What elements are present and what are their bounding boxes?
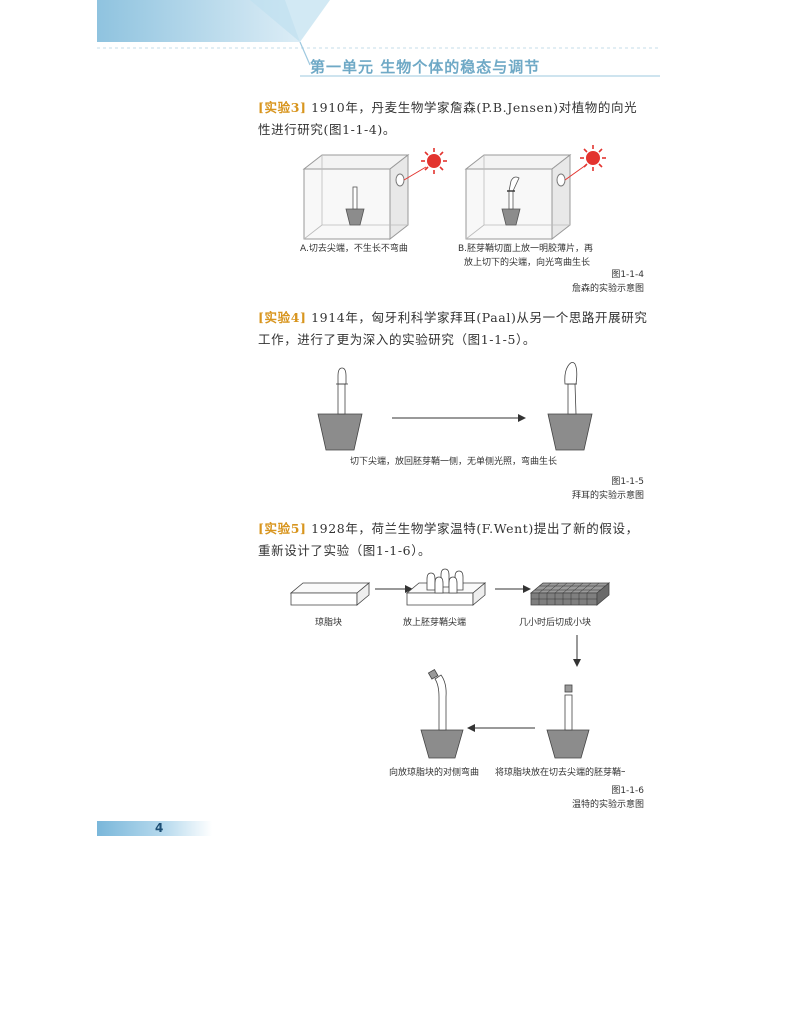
seedling-after [547, 362, 593, 451]
seedling-before [317, 367, 363, 451]
experiment-5-text: 1928年，荷兰生物学家温特(F.Went)提出了新的假设，重新设计了实验（图1… [258, 521, 639, 558]
experiment-3-text: 1910年，丹麦生物学家詹森(P.B.Jensen)对植物的向光性进行研究(图1… [258, 100, 638, 137]
panel-b-label: B.胚芽鞘切面上放一明胶薄片，再 [458, 242, 593, 254]
experiment-3-paragraph: [实验3] 1910年，丹麦生物学家詹森(P.B.Jensen)对植物的向光性进… [258, 97, 648, 141]
figure-number: 图1-1-4 [611, 270, 644, 280]
seedling-bent [420, 668, 464, 759]
figure-1-1-4: A.切去尖端，不生长不弯曲 B.胚芽鞘切面上放一明胶薄片， [300, 145, 606, 268]
figure-1-1-6: 琼脂块 放上胚芽鞘尖端 [289, 568, 625, 778]
page-number: 4 [155, 821, 164, 835]
step-label: 将琼脂块放在切去尖端的胚芽鞘一侧 [495, 766, 625, 778]
step-label: 向放琼脂块的对侧弯曲 [389, 766, 479, 778]
figure-number: 图1-1-5 [611, 477, 644, 487]
experiment-5-paragraph: [实验5] 1928年，荷兰生物学家温特(F.Went)提出了新的假设，重新设计… [258, 518, 648, 562]
step-label: 切下尖端，放回胚芽鞘一侧，无单侧光照，弯曲生长 [350, 455, 557, 467]
arrow-icon [495, 585, 531, 593]
experiment-3-tag: [实验3] [258, 100, 307, 115]
figure-caption: 图1-1-4 詹森的实验示意图 [524, 268, 644, 296]
figure-title: 拜耳的实验示意图 [571, 491, 644, 501]
step-label: 琼脂块 [315, 616, 342, 628]
unit-title: 第一单元 生物个体的稳态与调节 [310, 58, 541, 76]
sun-icon [403, 148, 447, 181]
arrow-icon [573, 635, 581, 667]
figure-caption: 图1-1-6 温特的实验示意图 [524, 784, 644, 812]
experiment-4-text: 1914年，匈牙利科学家拜耳(Paal)从另一个思路开展研究工作，进行了更为深入… [258, 310, 648, 347]
box-b [464, 153, 572, 241]
panel-b-label: 放上切下的尖端，向光弯曲生长 [464, 256, 590, 268]
agar-block [289, 582, 371, 606]
step-label: 几小时后切成小块 [519, 616, 591, 628]
arrow-icon [375, 585, 413, 593]
step-label: 放上胚芽鞘尖端 [403, 616, 466, 628]
figure-title: 詹森的实验示意图 [571, 284, 644, 294]
figure-title: 温特的实验示意图 [571, 800, 644, 810]
figure-number: 图1-1-6 [611, 786, 644, 796]
experiment-4-tag: [实验4] [258, 310, 307, 325]
experiment-5-tag: [实验5] [258, 521, 307, 536]
arrow-icon [392, 414, 526, 422]
seedling-with-agar [546, 684, 590, 759]
arrow-icon [467, 724, 535, 732]
agar-cubes [529, 582, 611, 606]
agar-with-tips [405, 568, 487, 606]
box-a [302, 153, 410, 241]
header-band [97, 0, 660, 77]
footer-band [97, 821, 212, 836]
figure-1-1-5: 切下尖端，放回胚芽鞘一侧，无单侧光照，弯曲生长 [317, 362, 593, 467]
panel-a-label: A.切去尖端，不生长不弯曲 [300, 242, 408, 254]
sun-icon [564, 145, 606, 181]
figure-caption: 图1-1-5 拜耳的实验示意图 [524, 475, 644, 503]
experiment-4-paragraph: [实验4] 1914年，匈牙利科学家拜耳(Paal)从另一个思路开展研究工作，进… [258, 307, 648, 351]
